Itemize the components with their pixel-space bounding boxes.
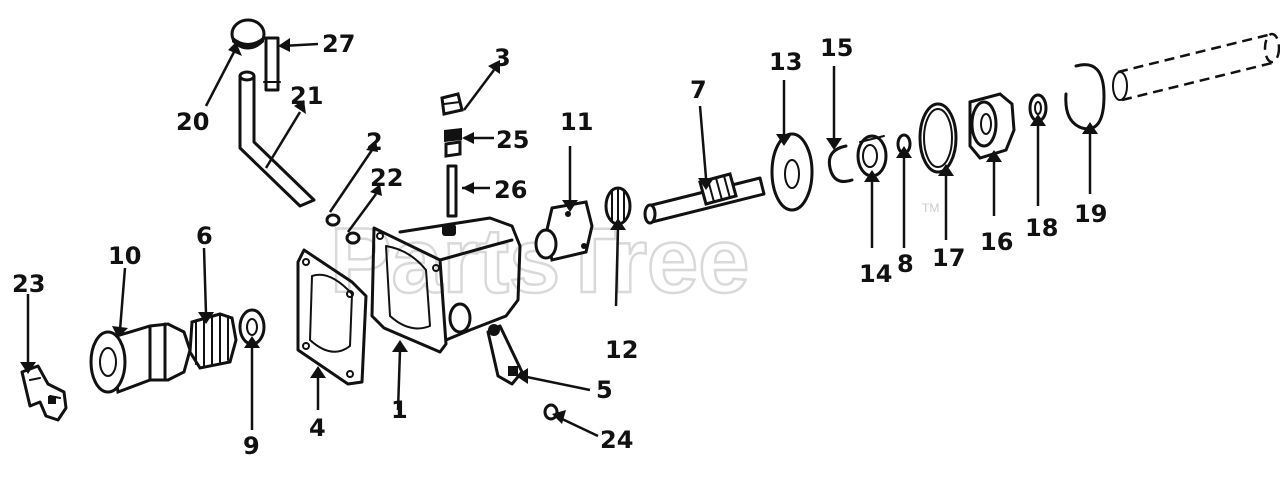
part-13-washer[interactable] bbox=[770, 132, 814, 212]
part-26-pin[interactable] bbox=[446, 164, 458, 218]
part-15-snapring[interactable] bbox=[827, 144, 854, 183]
label-6[interactable]: 6 bbox=[196, 222, 213, 250]
label-21[interactable]: 21 bbox=[290, 82, 323, 110]
label-15[interactable]: 15 bbox=[820, 34, 853, 62]
part-4-gasket[interactable] bbox=[296, 248, 368, 386]
label-23[interactable]: 23 bbox=[12, 270, 45, 298]
part-21-pipe[interactable] bbox=[238, 70, 316, 208]
label-19[interactable]: 19 bbox=[1074, 200, 1107, 228]
phantom-shaft bbox=[1112, 32, 1280, 102]
part-2-washer[interactable] bbox=[325, 213, 341, 227]
label-18[interactable]: 18 bbox=[1025, 214, 1058, 242]
label-22[interactable]: 22 bbox=[370, 164, 403, 192]
label-3[interactable]: 3 bbox=[494, 44, 511, 72]
part-3-fitting[interactable] bbox=[440, 92, 464, 116]
part-22-washer[interactable] bbox=[345, 231, 361, 245]
label-8[interactable]: 8 bbox=[897, 250, 914, 278]
part-23-clip[interactable] bbox=[20, 364, 68, 422]
label-11[interactable]: 11 bbox=[560, 108, 593, 136]
part-17-oring[interactable] bbox=[918, 102, 958, 174]
label-7[interactable]: 7 bbox=[690, 76, 707, 104]
part-25-fitting[interactable] bbox=[444, 128, 462, 158]
part-19-retainer[interactable] bbox=[1064, 63, 1106, 131]
label-16[interactable]: 16 bbox=[980, 228, 1013, 256]
part-10-hub[interactable] bbox=[89, 322, 192, 395]
arrow-heads bbox=[20, 38, 1098, 424]
label-14[interactable]: 14 bbox=[859, 260, 892, 288]
watermark: PartsTree bbox=[330, 210, 749, 312]
part-11-flange[interactable] bbox=[534, 200, 594, 262]
part-5-lever[interactable] bbox=[486, 324, 524, 386]
part-24-washer[interactable] bbox=[543, 403, 559, 421]
label-4[interactable]: 4 bbox=[309, 414, 326, 442]
label-24[interactable]: 24 bbox=[600, 426, 633, 454]
label-17[interactable]: 17 bbox=[932, 244, 965, 272]
part-16-seal[interactable] bbox=[968, 92, 1016, 160]
label-20[interactable]: 20 bbox=[176, 108, 209, 136]
label-26[interactable]: 26 bbox=[494, 176, 527, 204]
watermark-tm: TM bbox=[922, 201, 939, 215]
label-2[interactable]: 2 bbox=[366, 128, 383, 156]
label-9[interactable]: 9 bbox=[243, 432, 260, 460]
part-labels: 23 10 6 9 4 1 20 27 21 2 22 3 25 26 11 1… bbox=[12, 30, 1107, 460]
label-12[interactable]: 12 bbox=[605, 336, 638, 364]
label-27[interactable]: 27 bbox=[322, 30, 355, 58]
label-1[interactable]: 1 bbox=[391, 396, 408, 424]
label-5[interactable]: 5 bbox=[596, 376, 613, 404]
part-6-gear[interactable] bbox=[188, 312, 238, 370]
label-13[interactable]: 13 bbox=[769, 48, 802, 76]
part-20-cap[interactable] bbox=[230, 18, 266, 50]
part-1-housing[interactable] bbox=[370, 216, 522, 354]
part-27-tube[interactable] bbox=[263, 36, 281, 92]
label-10[interactable]: 10 bbox=[108, 242, 141, 270]
label-25[interactable]: 25 bbox=[496, 126, 529, 154]
